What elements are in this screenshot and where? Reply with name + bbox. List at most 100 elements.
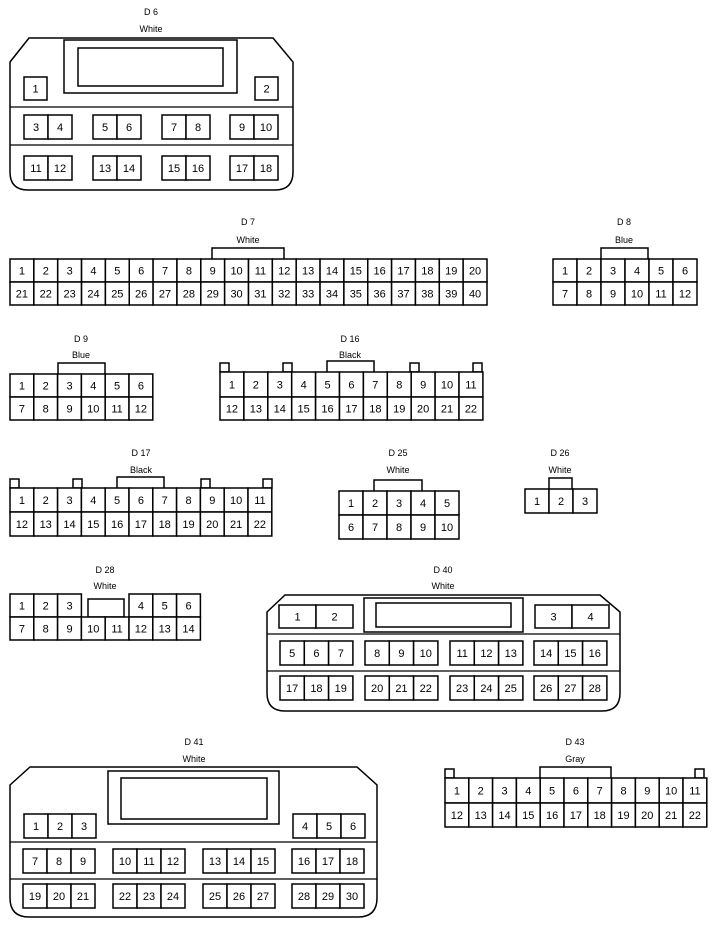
- pin-number: 14: [182, 624, 194, 636]
- connector-color: Blue: [615, 235, 633, 245]
- connector-name: D 41: [184, 737, 203, 747]
- locating-tab: [472, 362, 483, 373]
- pin-number: 1: [229, 380, 235, 392]
- pin-number: 2: [478, 786, 484, 798]
- pin-number: 13: [209, 856, 221, 868]
- connector-color: Black: [130, 465, 153, 475]
- pin-number: 20: [371, 683, 383, 695]
- pin-cell: [434, 490, 460, 516]
- pin-number: 27: [564, 683, 576, 695]
- pin-cell: [327, 675, 354, 701]
- pin-number: 2: [43, 266, 49, 278]
- pin-number: 19: [335, 683, 347, 695]
- pin-number: 30: [230, 289, 242, 301]
- pin-cell: [327, 640, 354, 666]
- pin-number: 4: [301, 380, 307, 392]
- pin-cell: [250, 883, 276, 909]
- pin-number: 3: [610, 266, 616, 278]
- pin-number: 29: [322, 891, 334, 903]
- pin-number: 25: [209, 891, 221, 903]
- pin-number: 13: [159, 624, 171, 636]
- pin-number: 14: [63, 519, 75, 531]
- pin-number: 4: [138, 601, 144, 613]
- pin-number: 17: [322, 856, 334, 868]
- pin-number: 5: [326, 821, 332, 833]
- pin-number: 10: [420, 648, 432, 660]
- pin-number: 6: [313, 648, 319, 660]
- locating-tab: [694, 768, 705, 779]
- pin-number: 32: [278, 289, 290, 301]
- pin-number: 3: [81, 821, 87, 833]
- pin-number: 4: [90, 266, 96, 278]
- pin-number: 7: [597, 786, 603, 798]
- pin-number: 20: [53, 891, 65, 903]
- pin-number: 16: [111, 519, 123, 531]
- pin-number: 8: [586, 289, 592, 301]
- pin-number: 1: [19, 266, 25, 278]
- pin-number: 3: [33, 122, 39, 134]
- pin-cell: [46, 848, 72, 874]
- housing: [9, 37, 294, 191]
- pin-cell: [315, 604, 354, 629]
- pin-number: 18: [310, 683, 322, 695]
- connector-name: D 25: [388, 448, 407, 458]
- connector-name: D 40: [433, 565, 452, 575]
- pin-number: 16: [321, 404, 333, 416]
- latch: [326, 360, 375, 372]
- pin-number: 16: [298, 856, 310, 868]
- pin-number: 24: [480, 683, 492, 695]
- pin-number: 39: [445, 289, 457, 301]
- pin-number: 17: [286, 683, 298, 695]
- pin-cell: [229, 155, 255, 181]
- pin-cell: [247, 511, 273, 537]
- pin-cell: [116, 114, 142, 140]
- pin-cell: [226, 848, 252, 874]
- pin-cell: [70, 848, 96, 874]
- pin-cell: [364, 675, 391, 701]
- connector-name: D 9: [74, 334, 88, 344]
- pin-number: 9: [398, 648, 404, 660]
- pin-number: 9: [239, 122, 245, 134]
- pin-number: 34: [326, 289, 338, 301]
- pin-number: 2: [43, 381, 49, 393]
- pin-cell: [497, 640, 524, 666]
- pin-number: 5: [114, 381, 120, 393]
- pin-number: 14: [274, 404, 286, 416]
- pin-cell: [557, 640, 584, 666]
- pin-number: 9: [209, 495, 215, 507]
- pin-number: 2: [57, 821, 63, 833]
- pin-number: 2: [253, 380, 259, 392]
- pin-number: 20: [417, 404, 429, 416]
- pin-cell: [175, 616, 202, 641]
- pin-number: 1: [19, 381, 25, 393]
- pin-number: 8: [185, 495, 191, 507]
- pin-cell: [672, 281, 698, 306]
- pin-cell: [128, 396, 154, 421]
- pin-number: 9: [66, 624, 72, 636]
- pin-cell: [279, 640, 306, 666]
- pin-number: 2: [558, 496, 564, 508]
- pin-number: 10: [119, 856, 131, 868]
- pin-number: 18: [421, 266, 433, 278]
- pin-number: 24: [87, 289, 99, 301]
- pin-number: 6: [350, 821, 356, 833]
- pin-number: 8: [195, 122, 201, 134]
- pin-number: 13: [40, 519, 52, 531]
- connector-color: White: [93, 581, 116, 591]
- connector-name: D 7: [241, 217, 255, 227]
- pin-number: 6: [138, 381, 144, 393]
- pin-number: 21: [77, 891, 89, 903]
- pin-number: 10: [230, 495, 242, 507]
- connector-name: D 17: [131, 448, 150, 458]
- locating-tab: [409, 362, 420, 373]
- pin-number: 21: [230, 519, 242, 531]
- pin-number: 18: [369, 404, 381, 416]
- connector-name: D 8: [617, 217, 631, 227]
- pin-number: 6: [682, 266, 688, 278]
- pin-number: 3: [396, 498, 402, 510]
